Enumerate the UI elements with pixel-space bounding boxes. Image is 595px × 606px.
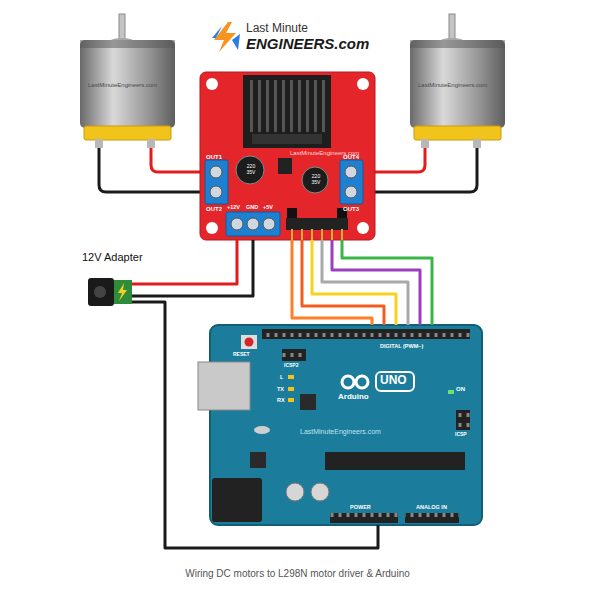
l298n-board	[200, 72, 375, 240]
signal-wire	[322, 240, 408, 325]
ground-wire	[132, 302, 378, 548]
watermark: LastMinuteEngineers.com	[418, 82, 487, 89]
signal-wire	[342, 240, 432, 325]
dc-jack	[88, 278, 132, 306]
watermark: LastMinuteEngineers.com	[290, 150, 359, 157]
logo-icon	[212, 22, 240, 52]
capacitor-marking: 220 35V	[243, 164, 259, 175]
terminal-label: +5V	[263, 204, 273, 210]
board-label: ICSP2	[284, 363, 298, 369]
dc-motor	[80, 14, 175, 148]
led-label: ON	[456, 386, 465, 393]
adapter-label: 12V Adapter	[82, 251, 143, 263]
terminal-label: OUT1	[206, 154, 222, 161]
logo-text: ENGINEERS.com	[246, 36, 369, 53]
led-label: RX	[277, 397, 285, 403]
brand-text: Arduino	[338, 393, 369, 402]
led-label: L	[280, 374, 283, 380]
header-label: DIGITAL (PWM~)	[380, 343, 423, 349]
watermark: LastMinuteEngineers.com	[88, 82, 157, 89]
led-label: TX	[277, 386, 284, 392]
ground-wire	[132, 240, 253, 296]
arduino-uno-board: RESET ICSP2L TX RX Arduino UNO ON DIGITAL (PWM~…	[210, 325, 482, 525]
terminal-label: +12V	[227, 204, 240, 210]
logo-text: Last Minute	[246, 22, 308, 35]
power-adapter-jack: 12V Adapter	[88, 276, 132, 308]
dc-motor	[410, 14, 505, 148]
header-label: ICSP	[455, 432, 467, 438]
board-label: RESET	[233, 352, 250, 358]
power-wire	[132, 240, 237, 284]
model-logo: UNO	[380, 374, 407, 387]
terminal-label: OUT2	[206, 206, 222, 213]
caption: Wiring DC motors to L298N motor driver &…	[0, 568, 595, 579]
header-label: POWER	[350, 504, 371, 510]
header-label: ANALOG IN	[416, 504, 447, 510]
signal-wire	[332, 240, 420, 325]
watermark: LastMinuteEngineers.com	[300, 428, 381, 436]
capacitor-marking: 220 35V	[308, 174, 324, 185]
terminal-label: OUT3	[343, 206, 359, 213]
terminal-label: GND	[246, 204, 258, 210]
arduino-uno	[198, 325, 482, 525]
